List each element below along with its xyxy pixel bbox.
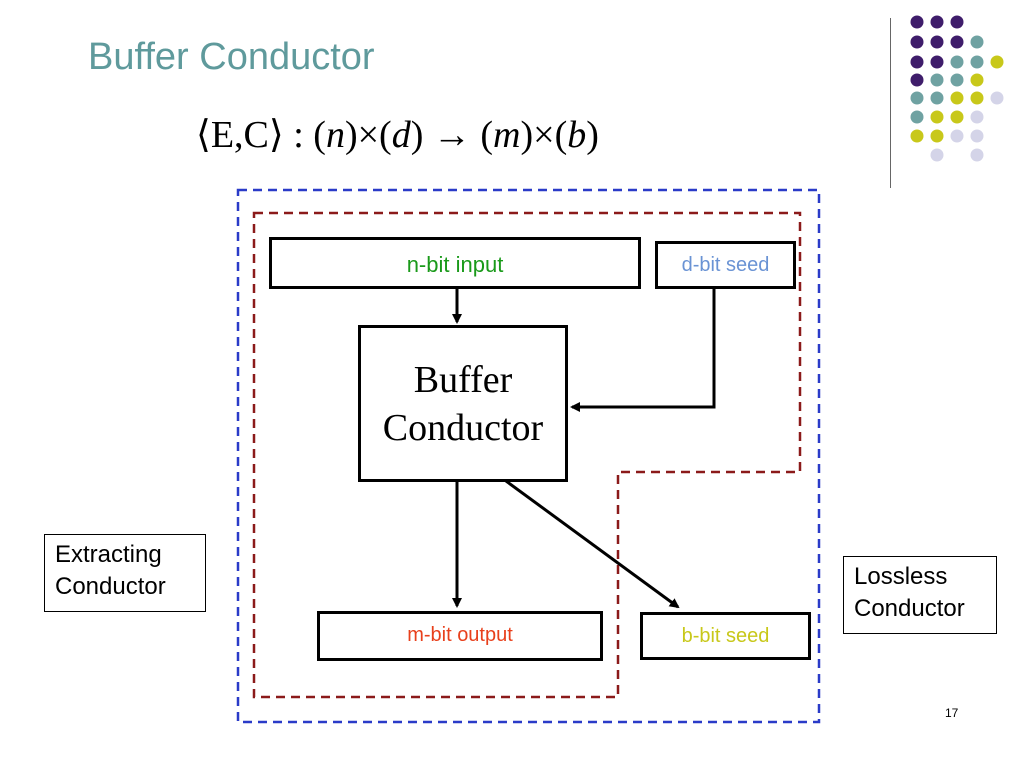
formula-open-angle: ⟨: [196, 114, 211, 156]
formula-E: E: [210, 114, 235, 156]
lossless-conductor-label: Lossless Conductor: [843, 556, 997, 634]
decorative-dot: [950, 55, 964, 69]
decorative-dot: [950, 129, 964, 143]
lossless-line2: Conductor: [854, 595, 965, 622]
decorative-dot: [970, 148, 984, 162]
decorative-dot: [910, 73, 924, 87]
lossless-boundary: [236, 188, 821, 724]
decorative-dot: [990, 55, 1004, 69]
decorative-dot: [970, 35, 984, 49]
seed-out-label: b-bit seed: [681, 624, 770, 647]
decorative-dot: [970, 110, 984, 124]
formula-m: m: [493, 114, 521, 156]
formula-d: d: [391, 114, 411, 156]
extracting-line1: Extracting: [55, 541, 162, 568]
decorative-dot: [950, 15, 964, 29]
decorative-dot: [950, 110, 964, 124]
formula-n: n: [325, 114, 345, 156]
extracting-conductor-label: Extracting Conductor: [44, 534, 206, 612]
decorative-dot: [950, 91, 964, 105]
decorative-dot: [950, 73, 964, 87]
decorative-dot: [910, 35, 924, 49]
buffer-conductor-box: Buffer Conductor: [358, 325, 568, 482]
formula-times-1: ×: [357, 114, 380, 156]
formula-colon: :: [283, 114, 314, 156]
input-label: n-bit input: [406, 252, 504, 277]
formula-close-angle: ⟩: [268, 114, 284, 156]
decorative-dot: [930, 35, 944, 49]
input-box: n-bit input: [269, 237, 641, 289]
arrow-seed-to-conductor: [570, 288, 716, 412]
lossless-line1: Lossless: [854, 563, 948, 590]
formula-arrow: →: [432, 114, 471, 156]
decorative-dot: [910, 129, 924, 143]
page-number: 17: [945, 706, 959, 720]
decorative-dot: [910, 110, 924, 124]
output-box: m-bit output: [317, 611, 603, 661]
decorative-dot: [990, 91, 1004, 105]
decorative-dot: [930, 73, 944, 87]
output-label: m-bit output: [407, 624, 513, 646]
seed-in-box: d-bit seed: [655, 241, 796, 289]
seed-in-label: d-bit seed: [681, 253, 770, 276]
decorative-dot: [970, 55, 984, 69]
decorative-dot: [910, 15, 924, 29]
decorative-dot: [930, 55, 944, 69]
arrow-conductor-to-seed-out: [505, 479, 680, 609]
formula-b: b: [567, 114, 587, 156]
decorative-dot: [910, 91, 924, 105]
decorative-dot: [970, 129, 984, 143]
header-divider: [890, 18, 891, 188]
formula-comma: ,: [234, 114, 244, 156]
conductor-label-line1: Buffer: [413, 358, 513, 401]
extracting-line2: Conductor: [55, 573, 166, 600]
decorative-dot: [970, 73, 984, 87]
seed-out-box: b-bit seed: [640, 612, 811, 660]
formula-times-2: ×: [533, 114, 555, 156]
decorative-dot: [930, 15, 944, 29]
decorative-dot: [950, 35, 964, 49]
formula-C: C: [243, 114, 269, 156]
decorative-dot: [930, 148, 944, 162]
decorative-dot: [930, 91, 944, 105]
decorative-dot-grid: [910, 15, 1004, 162]
slide-title: Buffer Conductor: [88, 36, 375, 78]
decorative-dot: [930, 110, 944, 124]
extracting-boundary: [252, 211, 802, 699]
formula: ⟨E,C⟩ : (n)×(d) → (m)×(b): [196, 114, 599, 156]
decorative-dot: [910, 55, 924, 69]
conductor-label-line2: Conductor: [382, 406, 544, 449]
decorative-dot: [930, 129, 944, 143]
decorative-dot: [970, 91, 984, 105]
